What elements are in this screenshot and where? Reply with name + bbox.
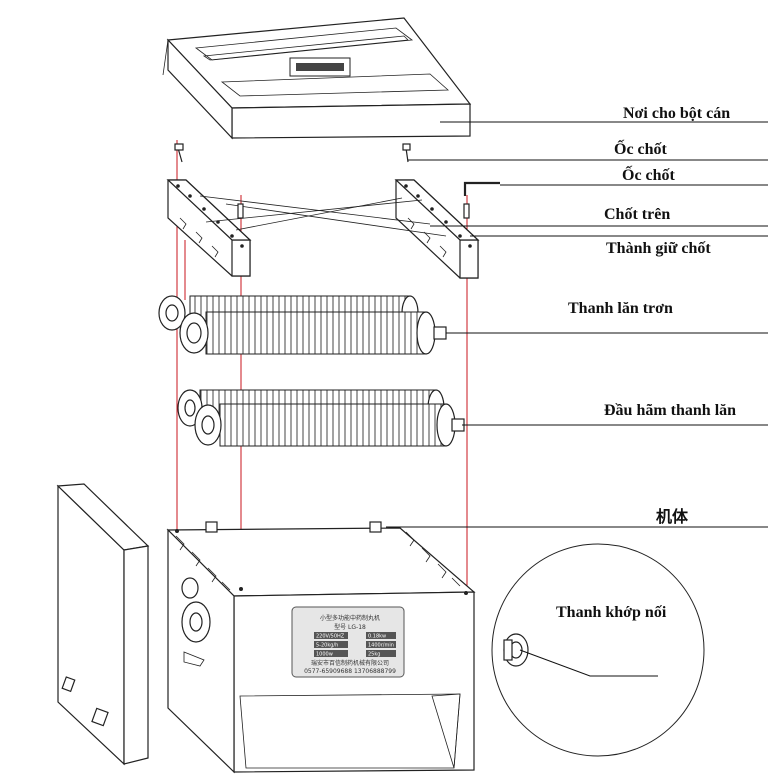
- nameplate: 小型多功能中药制丸机 型号 LG-18 220V/50HZ 0.18kw 5-2…: [291, 606, 405, 678]
- hopper-cover: [162, 17, 472, 140]
- leader-lines: [386, 121, 768, 677]
- nameplate-maker: 瑞安市百信制药机械有限公司: [311, 659, 389, 667]
- label-roller-brake: Đầu hãm thanh lăn: [604, 402, 736, 419]
- side-cover-panel: [56, 483, 150, 766]
- label-hopper: Nơi cho bột cán: [623, 105, 730, 122]
- nameplate-speed: 1400r/min: [368, 643, 394, 649]
- smooth-roller: [158, 295, 447, 355]
- label-screw-1: Ốc chốt: [614, 138, 668, 158]
- label-upper-pin: Chốt trên: [604, 206, 670, 223]
- part-labels: Nơi cho bột cán Ốc chốt Ốc chốt Chốt trê…: [556, 105, 736, 621]
- nameplate-capacity: 5-20kg/h: [316, 643, 338, 649]
- nameplate-phone: 0577-65909688 13706888799: [304, 668, 396, 675]
- allen-key: [463, 181, 500, 196]
- nameplate-title: 小型多功能中药制丸机: [320, 614, 380, 622]
- label-body: 机体: [656, 507, 689, 526]
- label-coupling: Thanh khớp nối: [556, 604, 667, 621]
- nameplate-model: 型号 LG-18: [334, 623, 366, 631]
- nameplate-weight: 25kg: [368, 652, 380, 658]
- nameplate-power: 0.18kw: [368, 634, 386, 640]
- nameplate-voltage: 220V/50HZ: [316, 634, 345, 640]
- pin-screw-left: [174, 143, 184, 163]
- label-smooth-roller: Thanh lăn trơn: [568, 300, 673, 317]
- brake-roller: [177, 389, 465, 447]
- pin-screw-right: [402, 143, 411, 163]
- nameplate-size: 1000w: [316, 652, 333, 658]
- upper-pin-frame: [166, 179, 480, 279]
- label-pin-holder: Thành giữ chốt: [606, 240, 711, 257]
- label-screw-2: Ốc chốt: [622, 164, 676, 184]
- coupling-detail: [491, 543, 705, 757]
